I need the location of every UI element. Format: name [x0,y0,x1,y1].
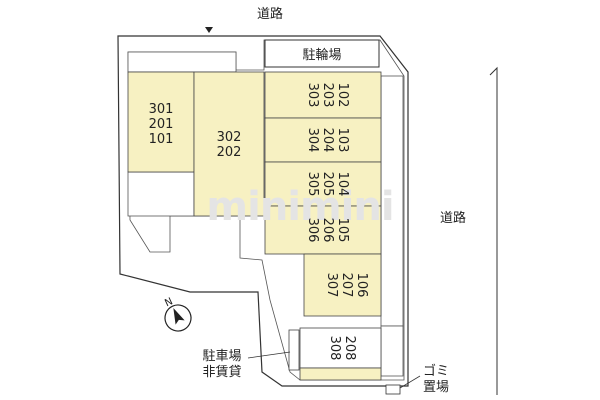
void-area [127,171,195,217]
parking-leader [247,351,291,359]
unit-label: 301 [149,102,174,117]
entrance-arrow-icon [205,27,213,33]
unit-label: 304 [305,128,320,153]
unit-label: 104 [335,172,350,197]
corridor-right-low [380,325,404,377]
unit-block-4 [264,117,382,163]
compass-icon [164,304,192,332]
unit-label: 205 [320,172,335,197]
road-edge-right [489,66,498,395]
road-label-right: 道路 [440,210,466,226]
garbage-label-line2: 置場 [423,380,449,395]
garbage-label-line1: ゴミ [423,363,449,379]
garbage-leader [399,375,421,389]
unit-label: 207 [339,273,354,298]
unit-label: 206 [320,218,335,243]
unit-label: 308 [327,336,342,361]
compass-label: N [163,296,174,309]
unit-label: 202 [217,145,242,160]
balcony-strip [127,51,237,73]
unit-block-5 [264,161,382,207]
watermark: minimini [206,184,393,230]
bicycle-parking [264,39,380,68]
unit-label: 305 [305,172,320,197]
bicycle-parking-label: 駐輪場 [302,47,341,63]
unit-block-8-strip [299,367,382,381]
unit-label: 203 [320,83,335,108]
unit-block-7 [303,253,382,317]
garbage-area [385,384,401,395]
unit-label: 201 [149,117,174,132]
road-label-top: 道路 [257,6,283,22]
building-outline [127,39,405,381]
unit-block-2 [193,71,265,217]
unit-label: 306 [305,218,320,243]
parking-label-line1: 駐車場 [202,349,241,364]
unit-label: 102 [335,83,350,108]
unit-label: 101 [149,132,174,147]
unit-block-1 [127,71,195,173]
parking-area [288,329,300,371]
unit-label: 204 [320,128,335,153]
unit-label: 208 [342,336,357,361]
unit-label: 307 [324,273,339,298]
parking-label-line2: 非賃貸 [202,364,241,380]
unit-label: 105 [335,218,350,243]
unit-label: 103 [335,128,350,153]
unit-label: 106 [354,273,369,298]
unit-block-8 [299,327,382,369]
unit-block-3 [264,71,382,119]
unit-label: 303 [305,83,320,108]
unit-label: 302 [217,130,242,145]
